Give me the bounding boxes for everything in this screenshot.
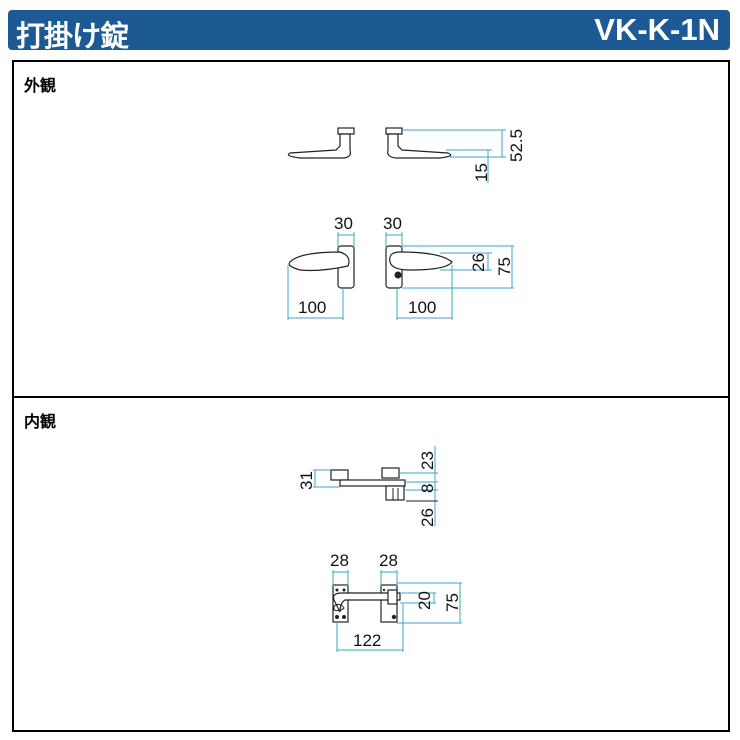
title-bar: 打掛け錠 VK-K-1N	[8, 10, 730, 53]
svg-text:52.5: 52.5	[507, 129, 526, 162]
svg-text:20: 20	[415, 591, 434, 610]
svg-text:31: 31	[297, 471, 316, 490]
exterior-side-left-handle	[287, 127, 355, 159]
interior-front-latch	[332, 584, 401, 623]
exterior-front-right-handle	[385, 245, 453, 289]
section-interior-label: 内観	[24, 412, 57, 431]
svg-text:8: 8	[418, 484, 437, 493]
dim-28-left: 28	[330, 551, 349, 586]
dim-15: 15	[446, 149, 492, 183]
dim-31: 31	[297, 469, 340, 490]
svg-text:30: 30	[334, 214, 353, 233]
dim-front-left-100: 100	[287, 265, 344, 320]
svg-text:26: 26	[418, 508, 437, 527]
dim-front-left-30: 30	[334, 214, 355, 248]
product-title: 打掛け錠	[16, 19, 129, 53]
dim-front-right-30: 30	[383, 214, 403, 248]
dim-20: 20	[400, 591, 436, 610]
exterior-front-left-handle	[288, 245, 355, 289]
svg-text:30: 30	[383, 214, 402, 233]
svg-text:100: 100	[298, 298, 326, 317]
svg-text:28: 28	[330, 551, 349, 570]
dim-interior-stack: 23 8 26	[399, 446, 438, 527]
dim-26: 26	[440, 252, 492, 272]
dim-75-interior: 75	[397, 582, 462, 624]
svg-text:122: 122	[353, 631, 381, 650]
dim-75-exterior: 75	[402, 245, 514, 289]
exterior-side-right-handle	[385, 127, 452, 159]
section-divider	[12, 396, 728, 398]
svg-text:23: 23	[418, 451, 437, 470]
section-exterior-label: 外観	[24, 76, 57, 95]
dim-28-right: 28	[379, 551, 398, 586]
keyhole-icon	[394, 271, 402, 279]
dim-122: 122	[336, 604, 404, 652]
svg-text:75: 75	[495, 257, 514, 276]
svg-text:26: 26	[469, 253, 488, 272]
svg-text:75: 75	[443, 593, 462, 612]
dim-52-5: 52.5	[402, 129, 526, 162]
svg-text:28: 28	[379, 551, 398, 570]
svg-text:15: 15	[472, 163, 491, 182]
dim-front-right-100: 100	[396, 265, 453, 320]
model-number: VK-K-1N	[594, 12, 720, 47]
svg-text:100: 100	[408, 298, 436, 317]
interior-side-latch	[330, 467, 406, 501]
